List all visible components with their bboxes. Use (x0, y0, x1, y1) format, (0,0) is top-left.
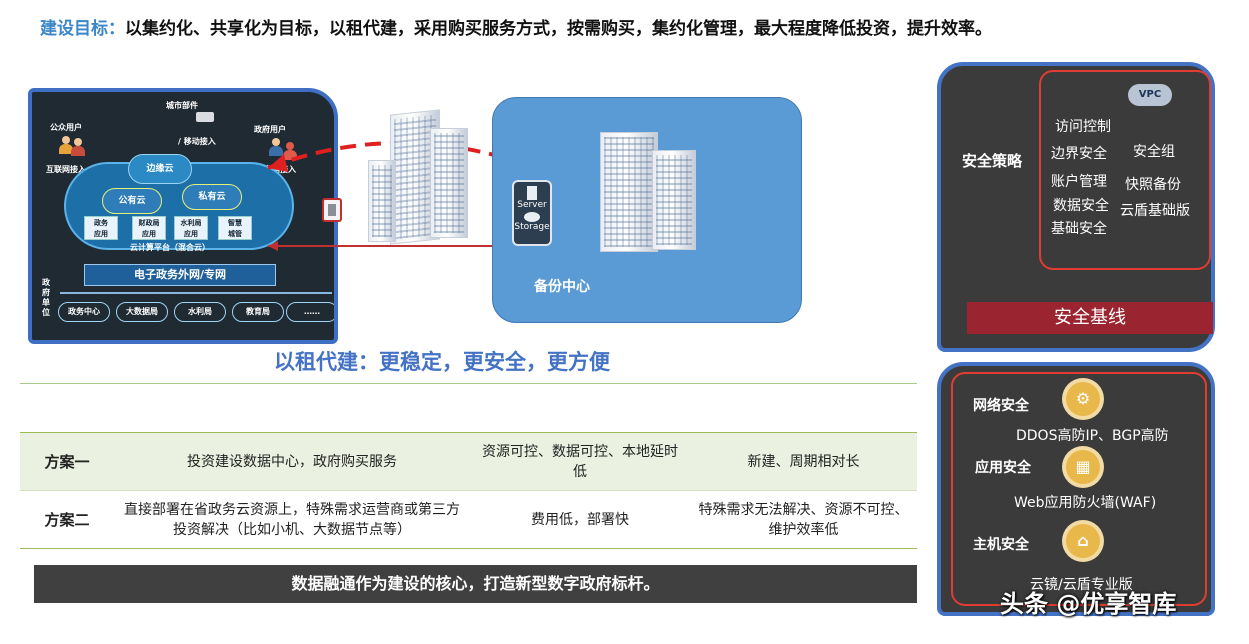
edge-cloud: 边缘云 (128, 154, 192, 184)
camera-icon (196, 112, 214, 122)
public-cloud: 公有云 (102, 188, 162, 214)
service-title: 主机安全 (973, 537, 1029, 553)
divider (60, 292, 332, 294)
security-policy-title: 安全策略 (962, 152, 1023, 170)
policy-item: 安全组 (1133, 144, 1175, 160)
gov-user-label: 政府用户 (254, 125, 286, 134)
gov-user-icon-2 (282, 142, 298, 160)
app-box: 智慧 城管 (218, 216, 252, 240)
divider (20, 383, 917, 384)
gov-units-label: 政府单位 (42, 278, 50, 317)
dept-node: …… (286, 302, 334, 322)
policy-frame (1039, 70, 1211, 270)
policy-item: 边界安全 (1051, 146, 1107, 162)
network-bar: 电子政务外网/专网 (84, 264, 276, 286)
city-parts-label: 城市部件 (166, 101, 198, 110)
building-icon (430, 128, 468, 238)
storage-label: Storage (514, 222, 550, 232)
goal-text: 以集约化、共享化为目标，以租代建，采用购买服务方式，按需购买，集约化管理，最大程… (125, 19, 992, 39)
options-table: 方案一 投资建设数据中心，政府购买服务 资源可控、数据可控、本地延时低 新建、周… (20, 432, 917, 549)
policy-item: 数据安全 (1053, 198, 1109, 214)
service-title: 网络安全 (973, 398, 1029, 414)
table-row: 方案二 直接部署在省政务云资源上，特殊需求运营商或第三方投资解决（比如小机、大数… (20, 490, 917, 549)
app-box: 水利局 应用 (174, 216, 208, 240)
option-cons: 新建、周期相对长 (690, 432, 917, 491)
option-cons: 特殊需求无法解决、资源不可控、维护效率低 (690, 490, 917, 549)
dept-node: 大数据局 (116, 302, 168, 322)
policy-item: 基础安全 (1051, 221, 1107, 237)
slogan: 以租代建：更稳定，更安全，更方便 (274, 350, 610, 374)
private-cloud: 私有云 (182, 184, 242, 210)
gear-icon: ⚙ (1062, 378, 1104, 420)
shield-icon: ⌂ (1062, 520, 1104, 562)
goal-label: 建设目标： (40, 19, 125, 39)
dept-node: 政务中心 (58, 302, 110, 322)
services-frame (951, 372, 1207, 606)
security-baseline-bar: 安全基线 (967, 302, 1213, 334)
policy-item: 快照备份 (1125, 177, 1181, 193)
public-user-icon-2 (70, 138, 86, 156)
arrow-left-head (268, 154, 288, 172)
dept-node: 水利局 (174, 302, 226, 322)
policy-item: 账户管理 (1051, 174, 1107, 190)
goal-statement: 建设目标：以集约化、共享化为目标，以租代建，采用购买服务方式，按需购买，集约化管… (40, 14, 992, 39)
option-desc: 直接部署在省政务云资源上，特殊需求运营商或第三方投资解决（比如小机、大数据节点等… (114, 490, 470, 549)
mobile-access-label: / 移动接入 (178, 137, 216, 146)
dept-node: 教育局 (232, 302, 284, 322)
core-banner: 数据融通作为建设的核心，打造新型数字政府标杆。 (34, 565, 917, 603)
building-icon (600, 132, 658, 252)
internet-access-label: 互联网接入 (46, 165, 86, 174)
service-detail: Web应用防火墙(WAF) (1014, 495, 1157, 511)
service-detail: 云镜/云盾专业版 (1030, 577, 1133, 593)
option-pros: 资源可控、数据可控、本地延时低 (470, 432, 690, 491)
option-pros: 费用低，部署快 (470, 490, 690, 549)
building-icon (368, 160, 396, 242)
watermark: 头条 @优享智库 (1000, 590, 1177, 618)
firewall-icon: ▦ (1062, 446, 1104, 488)
building-icon (652, 150, 696, 250)
service-title: 应用安全 (975, 460, 1031, 476)
option-desc: 投资建设数据中心，政府购买服务 (114, 432, 470, 491)
option-name: 方案一 (20, 432, 114, 491)
server-small-icon (322, 198, 342, 222)
solid-arrow-left (268, 241, 278, 251)
vpc-cloud-icon: VPC (1128, 84, 1172, 106)
server-storage-icon: Server Storage (512, 180, 552, 246)
public-user-icon (58, 136, 74, 154)
server-label: Server (517, 200, 547, 210)
platform-label: 云计算平台（混合云） (130, 243, 210, 252)
service-detail: DDOS高防IP、BGP高防 (1016, 428, 1169, 444)
policy-item: 云盾基础版 (1120, 203, 1190, 219)
gov-user-icon (268, 138, 284, 156)
app-box: 财政局 应用 (132, 216, 166, 240)
public-user-label: 公众用户 (50, 123, 82, 132)
policy-item: 访问控制 (1055, 119, 1111, 135)
backup-center-label: 备份中心 (534, 279, 590, 295)
table-row: 方案一 投资建设数据中心，政府购买服务 资源可控、数据可控、本地延时低 新建、周… (20, 432, 917, 491)
app-box: 政务 应用 (84, 216, 118, 240)
option-name: 方案二 (20, 490, 114, 549)
